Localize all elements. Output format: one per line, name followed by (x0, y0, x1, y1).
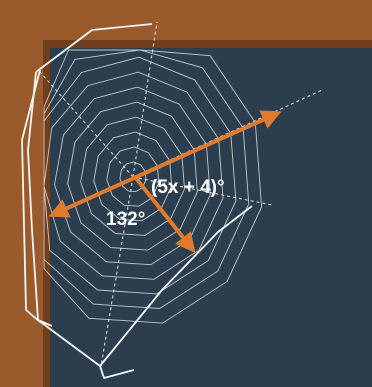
anchor-thread-top (35, 23, 153, 73)
angle-label-right: (5x + 4)° (151, 177, 225, 198)
web-ring (43, 71, 224, 280)
ray-arrow-short (133, 175, 196, 254)
radial-thread (39, 71, 134, 178)
anchor-thread-left (27, 71, 53, 327)
frame-top-shadow (43, 40, 372, 48)
anchor-thread-outer-left (21, 69, 41, 323)
frame-top (0, 0, 372, 40)
web-ring (43, 49, 263, 324)
anchor-threads (21, 23, 253, 379)
anchor-thread-bottom (37, 319, 135, 379)
frame-left (0, 0, 43, 387)
angle-label-left: 132° (106, 209, 145, 230)
board (50, 48, 372, 387)
anchor-thread-right (99, 205, 253, 367)
line-arrow-long (48, 110, 282, 218)
